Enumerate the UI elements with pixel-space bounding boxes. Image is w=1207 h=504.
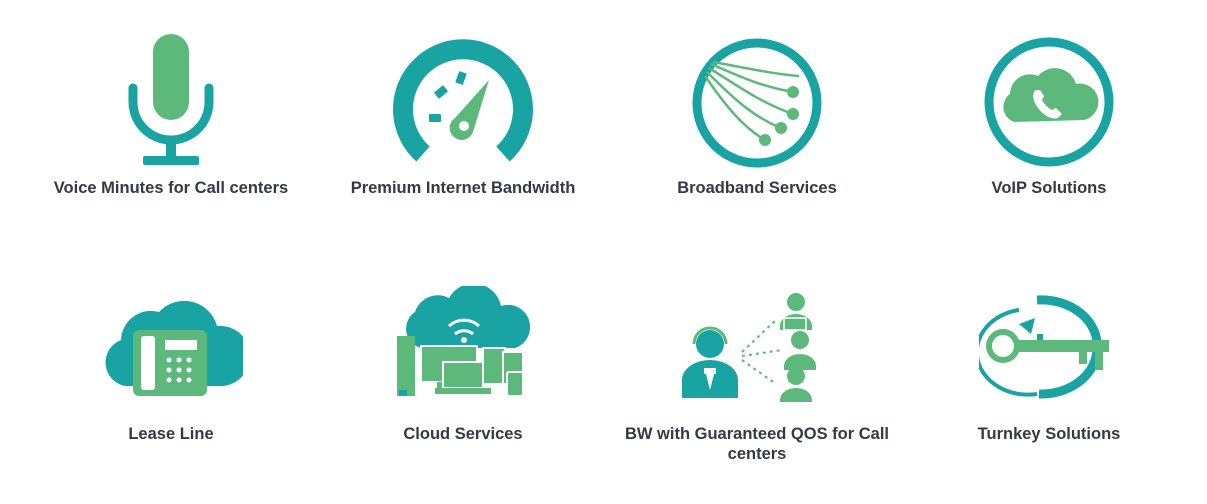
service-premium-bandwidth[interactable]: Premium Internet Bandwidth	[318, 0, 608, 230]
service-label: Premium Internet Bandwidth	[350, 179, 576, 197]
service-label: BW with Guaranteed QOS for Call centers	[624, 425, 890, 463]
service-label: Lease Line	[128, 425, 214, 443]
service-broadband[interactable]: Broadband Services	[612, 0, 902, 230]
service-voip[interactable]: VoIP Solutions	[904, 0, 1194, 230]
key-rotate-icon	[979, 290, 1119, 402]
service-label: VoIP Solutions	[991, 179, 1107, 197]
cloud-telephone-icon	[99, 286, 243, 402]
service-lease-line[interactable]: Lease Line	[26, 250, 316, 504]
service-label: Cloud Services	[403, 425, 523, 443]
service-voice-minutes[interactable]: Voice Minutes for Call centers	[26, 0, 316, 230]
service-bw-qos[interactable]: BW with Guaranteed QOS for Call centers	[612, 250, 902, 504]
service-turnkey[interactable]: Turnkey Solutions	[904, 250, 1194, 504]
microphone-icon	[121, 30, 221, 170]
call-center-agents-icon	[672, 290, 842, 402]
speedometer-icon	[393, 36, 533, 166]
service-label: Voice Minutes for Call centers	[53, 179, 289, 197]
cloud-devices-icon	[391, 286, 535, 404]
cloud-phone-icon	[980, 34, 1118, 170]
fiber-optic-icon	[689, 36, 825, 170]
service-label: Turnkey Solutions	[977, 425, 1121, 443]
service-cloud[interactable]: Cloud Services	[318, 250, 608, 504]
service-label: Broadband Services	[677, 179, 837, 197]
